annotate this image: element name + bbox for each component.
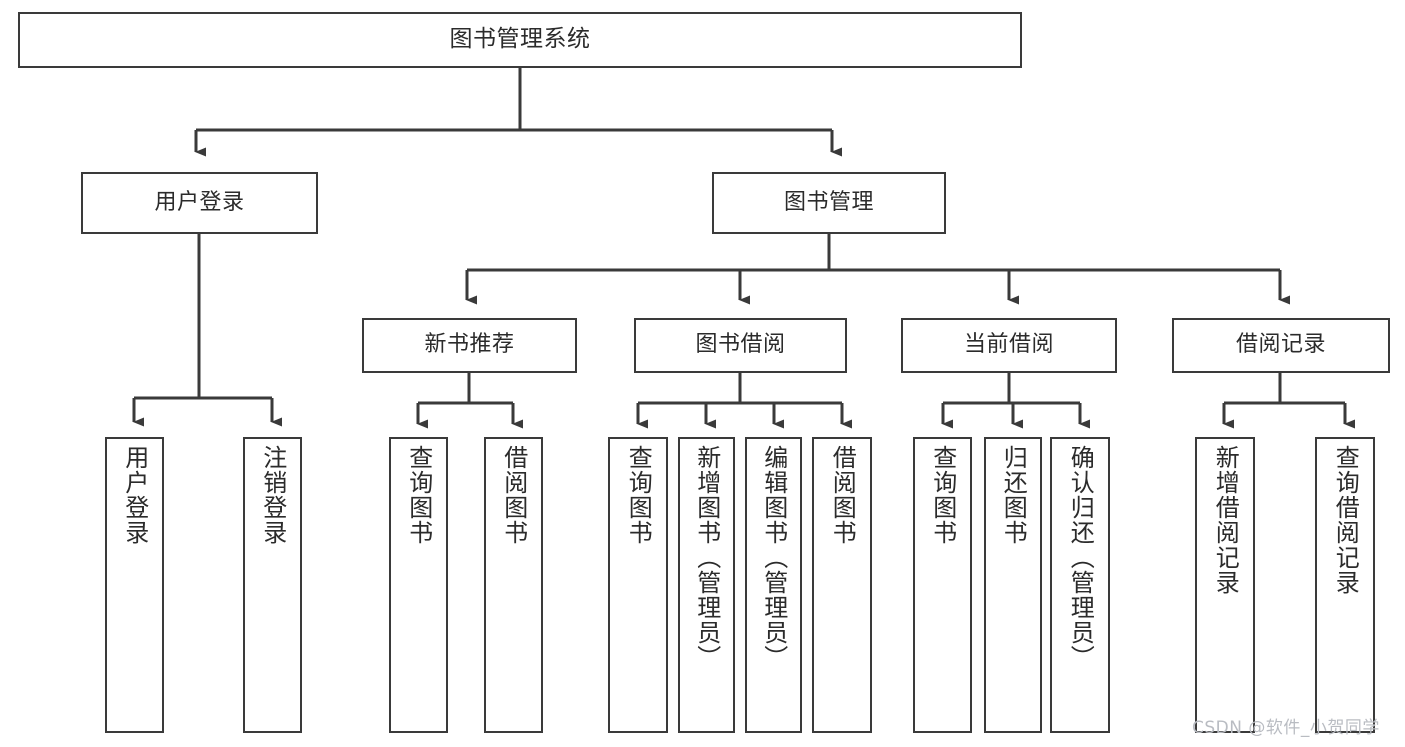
- node-label: 编辑图书（管理员）: [759, 445, 788, 670]
- node-label: 借阅图书: [499, 445, 528, 545]
- node-label: 归还图书: [999, 445, 1028, 545]
- node-book-management[interactable]: 图书管理: [712, 172, 946, 234]
- node-label: 新书推荐: [424, 332, 515, 358]
- node-leaf-add-book[interactable]: 新增图书（管理员）: [678, 437, 735, 733]
- node-label: 图书借阅: [695, 332, 786, 358]
- node-borrow-record[interactable]: 借阅记录: [1172, 318, 1390, 373]
- node-leaf-edit-book[interactable]: 编辑图书（管理员）: [745, 437, 802, 733]
- node-label: 新增借阅记录: [1211, 445, 1240, 595]
- node-label: 用户登录: [120, 445, 149, 545]
- node-label: 当前借阅: [963, 332, 1054, 358]
- node-label: 查询图书: [404, 445, 433, 545]
- node-user-login[interactable]: 用户登录: [81, 172, 318, 234]
- node-leaf-logout[interactable]: 注销登录: [243, 437, 302, 733]
- node-label: 查询借阅记录: [1331, 445, 1360, 595]
- node-leaf-add-record[interactable]: 新增借阅记录: [1195, 437, 1255, 733]
- node-new-book-recommend[interactable]: 新书推荐: [362, 318, 577, 373]
- node-label: 用户登录: [154, 189, 245, 215]
- node-leaf-query-book-2[interactable]: 查询图书: [608, 437, 668, 733]
- node-label: 确认归还（管理员）: [1066, 445, 1095, 670]
- node-leaf-borrow-book-2[interactable]: 借阅图书: [812, 437, 872, 733]
- node-book-borrow[interactable]: 图书借阅: [634, 318, 847, 373]
- node-label: 图书管理: [783, 189, 874, 215]
- node-leaf-return-book[interactable]: 归还图书: [984, 437, 1042, 733]
- node-leaf-query-book-3[interactable]: 查询图书: [913, 437, 972, 733]
- node-leaf-borrow-book-1[interactable]: 借阅图书: [484, 437, 543, 733]
- node-label: 注销登录: [258, 445, 287, 545]
- csdn-watermark: CSDN @软件_小贺同学: [1192, 718, 1380, 738]
- node-leaf-user-login[interactable]: 用户登录: [105, 437, 164, 733]
- node-label: 新增图书（管理员）: [692, 445, 721, 670]
- node-leaf-query-book-1[interactable]: 查询图书: [389, 437, 448, 733]
- node-label: 借阅图书: [828, 445, 857, 545]
- node-root-system[interactable]: 图书管理系统: [18, 12, 1022, 68]
- node-label: 查询图书: [624, 445, 653, 545]
- node-label: 图书管理系统: [449, 26, 591, 53]
- node-current-borrow[interactable]: 当前借阅: [901, 318, 1117, 373]
- node-leaf-query-record[interactable]: 查询借阅记录: [1315, 437, 1375, 733]
- node-label: 借阅记录: [1235, 332, 1326, 358]
- node-leaf-confirm-return[interactable]: 确认归还（管理员）: [1050, 437, 1110, 733]
- node-label: 查询图书: [928, 445, 957, 545]
